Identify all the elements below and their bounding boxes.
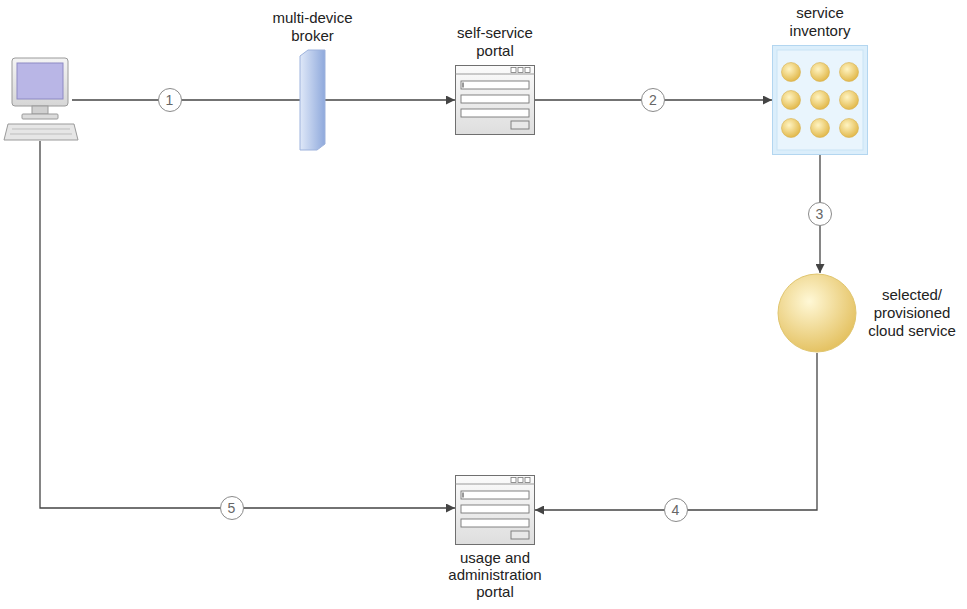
node-shape [300,50,325,150]
cloud-service-circle [778,274,856,352]
callout-number: 5 [220,496,244,520]
request-line [72,99,300,100]
flow-arrow [325,99,455,100]
callout-number: 4 [664,498,688,522]
portal-window: self-service portal [455,65,535,135]
callout-number: 1 [158,88,182,112]
broker-bar: multi-device broker [300,50,325,150]
cloud-service-circle: selected/ provisioned cloud service [777,273,857,353]
portal-window [456,476,535,545]
callout-number: 2 [641,88,665,112]
node-label: usage and administration portal [440,549,550,600]
portal-window [456,66,535,135]
node-shape [777,273,857,353]
access-line [40,141,455,508]
computer-icon [4,58,78,140]
portal-window: usage and administration portal [455,475,535,545]
node-label: multi-device broker [258,9,368,45]
node-shape [455,65,535,135]
node-shape [772,45,868,155]
broker-bar [300,50,325,150]
flow-arrow [535,353,817,510]
node-label: self-service portal [440,24,550,60]
node-label: selected/ provisioned cloud service [862,286,962,340]
inventory-box [773,46,868,155]
callout-number: 3 [808,202,832,226]
inventory-box: service inventory [772,45,868,155]
node-label: service inventory [765,4,875,40]
node-shape [455,475,535,545]
